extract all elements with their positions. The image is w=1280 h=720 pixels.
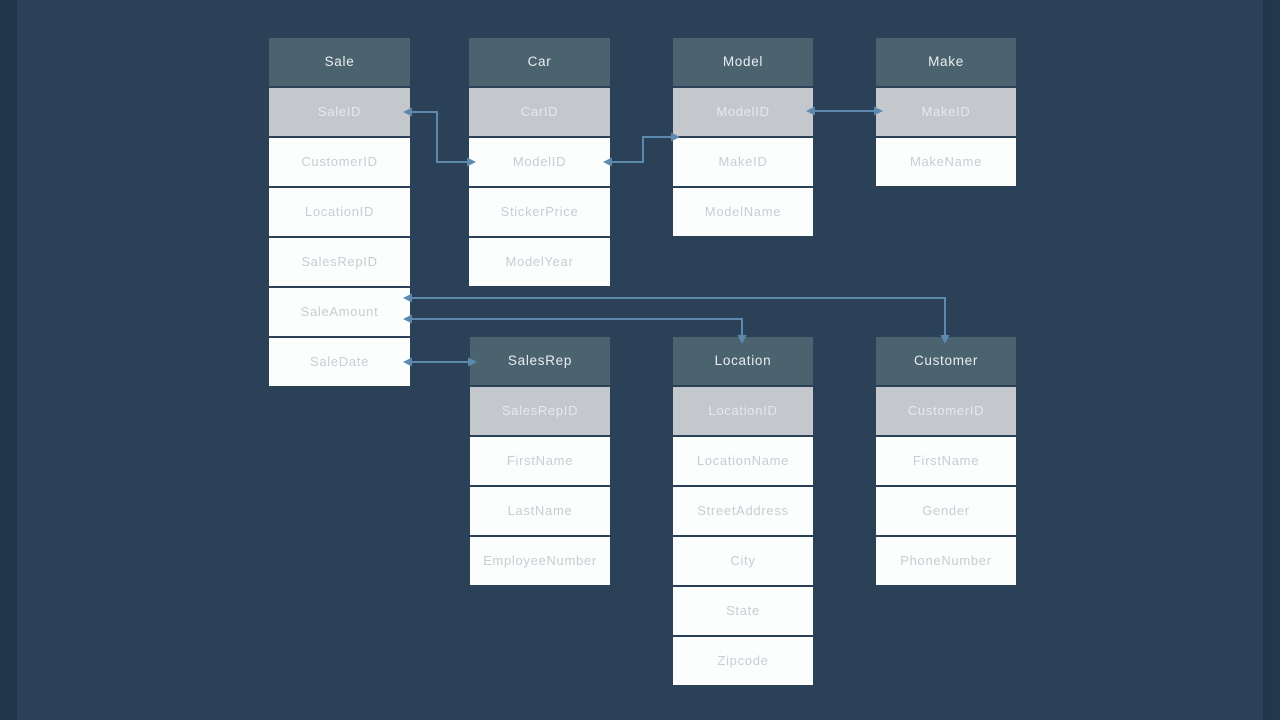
field-car-carid: CarID [469,88,610,136]
connector-model-make [806,106,883,116]
field-location-zipcode: Zipcode [673,637,813,685]
field-sale-saledate: SaleDate [269,338,410,386]
field-model-modelid: ModelID [673,88,813,136]
field-customer-customerid: CustomerID [876,387,1016,435]
table-title-sale: Sale [269,38,410,86]
field-car-modelid: ModelID [469,138,610,186]
field-location-locationid: LocationID [673,387,813,435]
field-make-makename: MakeName [876,138,1016,186]
table-title-customer: Customer [876,337,1016,385]
field-sale-saleamount: SaleAmount [269,288,410,336]
field-model-modelname: ModelName [673,188,813,236]
field-salesrep-lastname: LastName [470,487,610,535]
field-location-locationname: LocationName [673,437,813,485]
field-salesrep-firstname: FirstName [470,437,610,485]
field-location-streetaddress: StreetAddress [673,487,813,535]
table-title-location: Location [673,337,813,385]
connector-car-model [603,132,680,167]
field-location-city: City [673,537,813,585]
field-model-makeid: MakeID [673,138,813,186]
field-location-state: State [673,587,813,635]
table-title-salesrep: SalesRep [470,337,610,385]
connector-line [610,136,673,163]
connector-sale-car [403,107,476,167]
field-salesrep-salesrepid: SalesRepID [470,387,610,435]
connector-line [410,318,743,337]
field-sale-locationid: LocationID [269,188,410,236]
field-customer-firstname: FirstName [876,437,1016,485]
field-sale-salesrepid: SalesRepID [269,238,410,286]
left-edge-shade [0,0,17,720]
right-edge-shade [1263,0,1280,720]
field-customer-gender: Gender [876,487,1016,535]
connector-sale-salesrep [403,357,477,367]
field-customer-phonenumber: PhoneNumber [876,537,1016,585]
field-car-modelyear: ModelYear [469,238,610,286]
field-sale-customerid: CustomerID [269,138,410,186]
table-title-make: Make [876,38,1016,86]
field-salesrep-employeenumber: EmployeeNumber [470,537,610,585]
field-sale-saleid: SaleID [269,88,410,136]
field-make-makeid: MakeID [876,88,1016,136]
connector-line [410,297,946,337]
table-title-car: Car [469,38,610,86]
field-car-stickerprice: StickerPrice [469,188,610,236]
table-title-model: Model [673,38,813,86]
connector-line [410,111,469,163]
